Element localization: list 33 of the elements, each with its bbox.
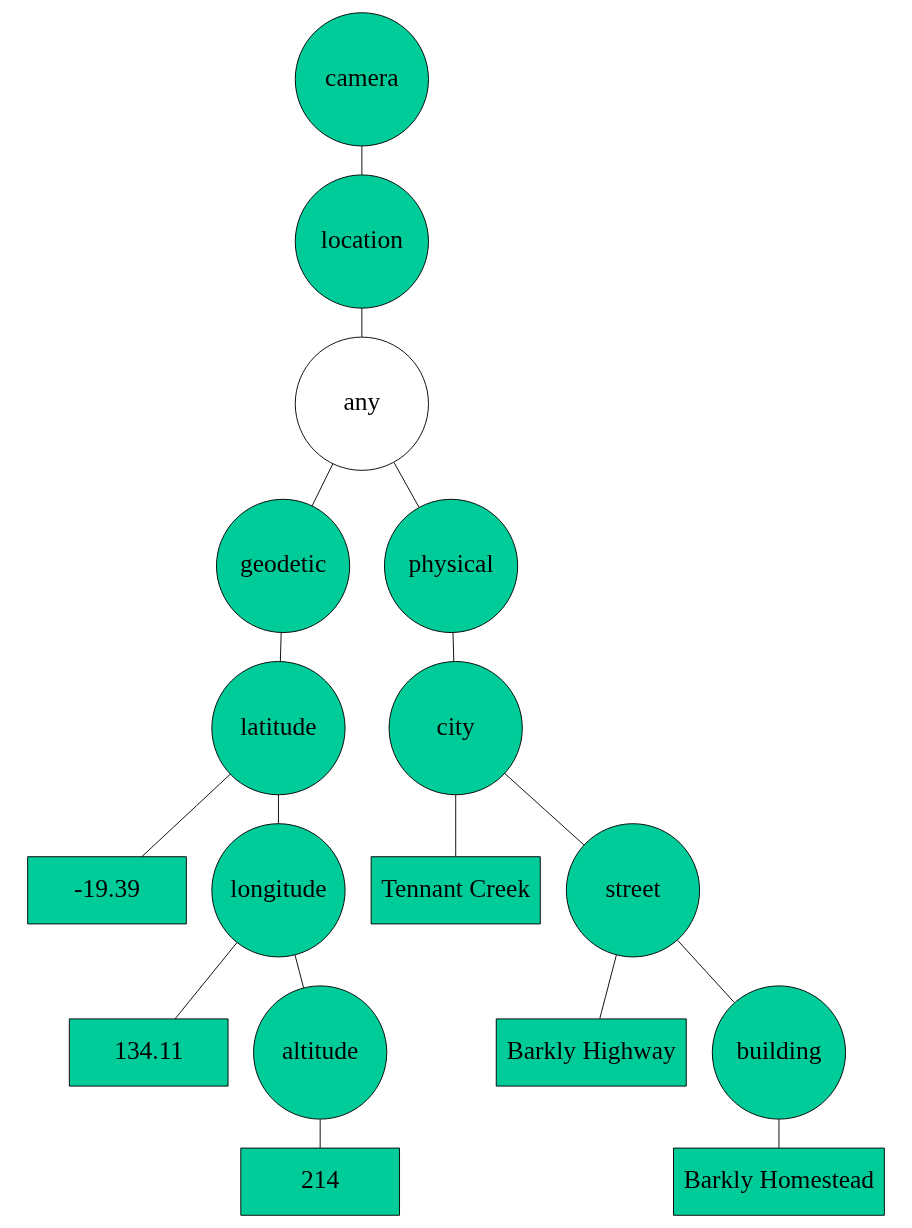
node-circle: city: [388, 661, 523, 796]
connector: [361, 145, 363, 176]
node-circle: altitude: [253, 985, 388, 1120]
connector: [455, 794, 457, 857]
node-circle: physical: [384, 498, 519, 633]
connector: [278, 794, 279, 824]
connector: [294, 954, 305, 989]
connector: [599, 954, 617, 1020]
node-circle: geodetic: [216, 498, 351, 633]
connector: [677, 939, 735, 1003]
node-circle: location: [294, 174, 429, 309]
node-circle: camera: [294, 12, 429, 147]
node-box: Tennant Creek: [370, 856, 541, 925]
connector: [452, 632, 455, 662]
node-circle: any: [294, 336, 429, 471]
node-circle: street: [565, 823, 701, 958]
node-circle: building: [711, 985, 847, 1120]
connector: [778, 1118, 780, 1149]
connector: [311, 463, 334, 507]
node-circle: longitude: [211, 823, 346, 958]
connector: [141, 773, 231, 858]
connector: [319, 1118, 321, 1149]
connector: [393, 462, 420, 508]
node-circle: latitude: [211, 661, 346, 796]
connector: [504, 772, 585, 846]
node-box: Barkly Homestead: [673, 1147, 885, 1216]
node-box: -19.39: [27, 856, 187, 925]
connector: [361, 307, 363, 338]
connector: [279, 632, 282, 662]
node-box: Barkly Highway: [495, 1018, 687, 1087]
connector: [174, 942, 238, 1020]
node-box: 214: [240, 1147, 400, 1216]
node-box: 134.11: [68, 1018, 229, 1087]
